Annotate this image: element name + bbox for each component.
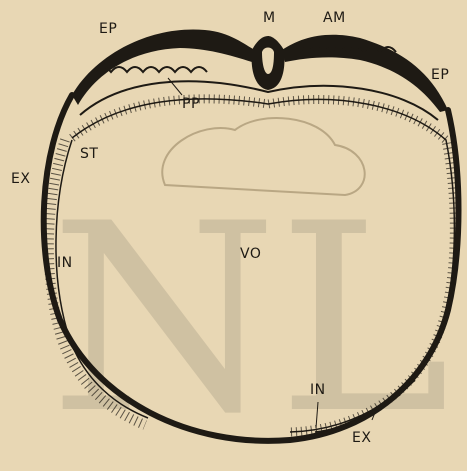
- inner-layer-inner: [72, 99, 454, 432]
- embryo-section-figure: NL EP M AM EP PP ST EX VO IN: [0, 0, 467, 458]
- label-in-left: IN: [57, 256, 73, 270]
- diagram-drawing: [0, 0, 467, 458]
- pointer-in-bottom: [316, 402, 318, 428]
- label-ex-bottom: EX: [352, 431, 371, 445]
- label-pp: PP: [182, 97, 200, 111]
- label-vo: VO: [240, 247, 261, 261]
- label-m: M: [263, 11, 276, 25]
- label-st: ST: [80, 147, 98, 161]
- inner-layer-hatch: [72, 99, 454, 432]
- label-ep-right: EP: [431, 68, 449, 82]
- label-in-bottom: IN: [310, 383, 326, 397]
- outer-membrane: [44, 95, 459, 441]
- label-ex-left: EX: [11, 172, 30, 186]
- intestinal-layer-left-hatch: [49, 140, 145, 425]
- label-am: AM: [323, 11, 346, 25]
- label-ep-left: EP: [99, 22, 117, 36]
- faint-inner-structure: [162, 118, 364, 195]
